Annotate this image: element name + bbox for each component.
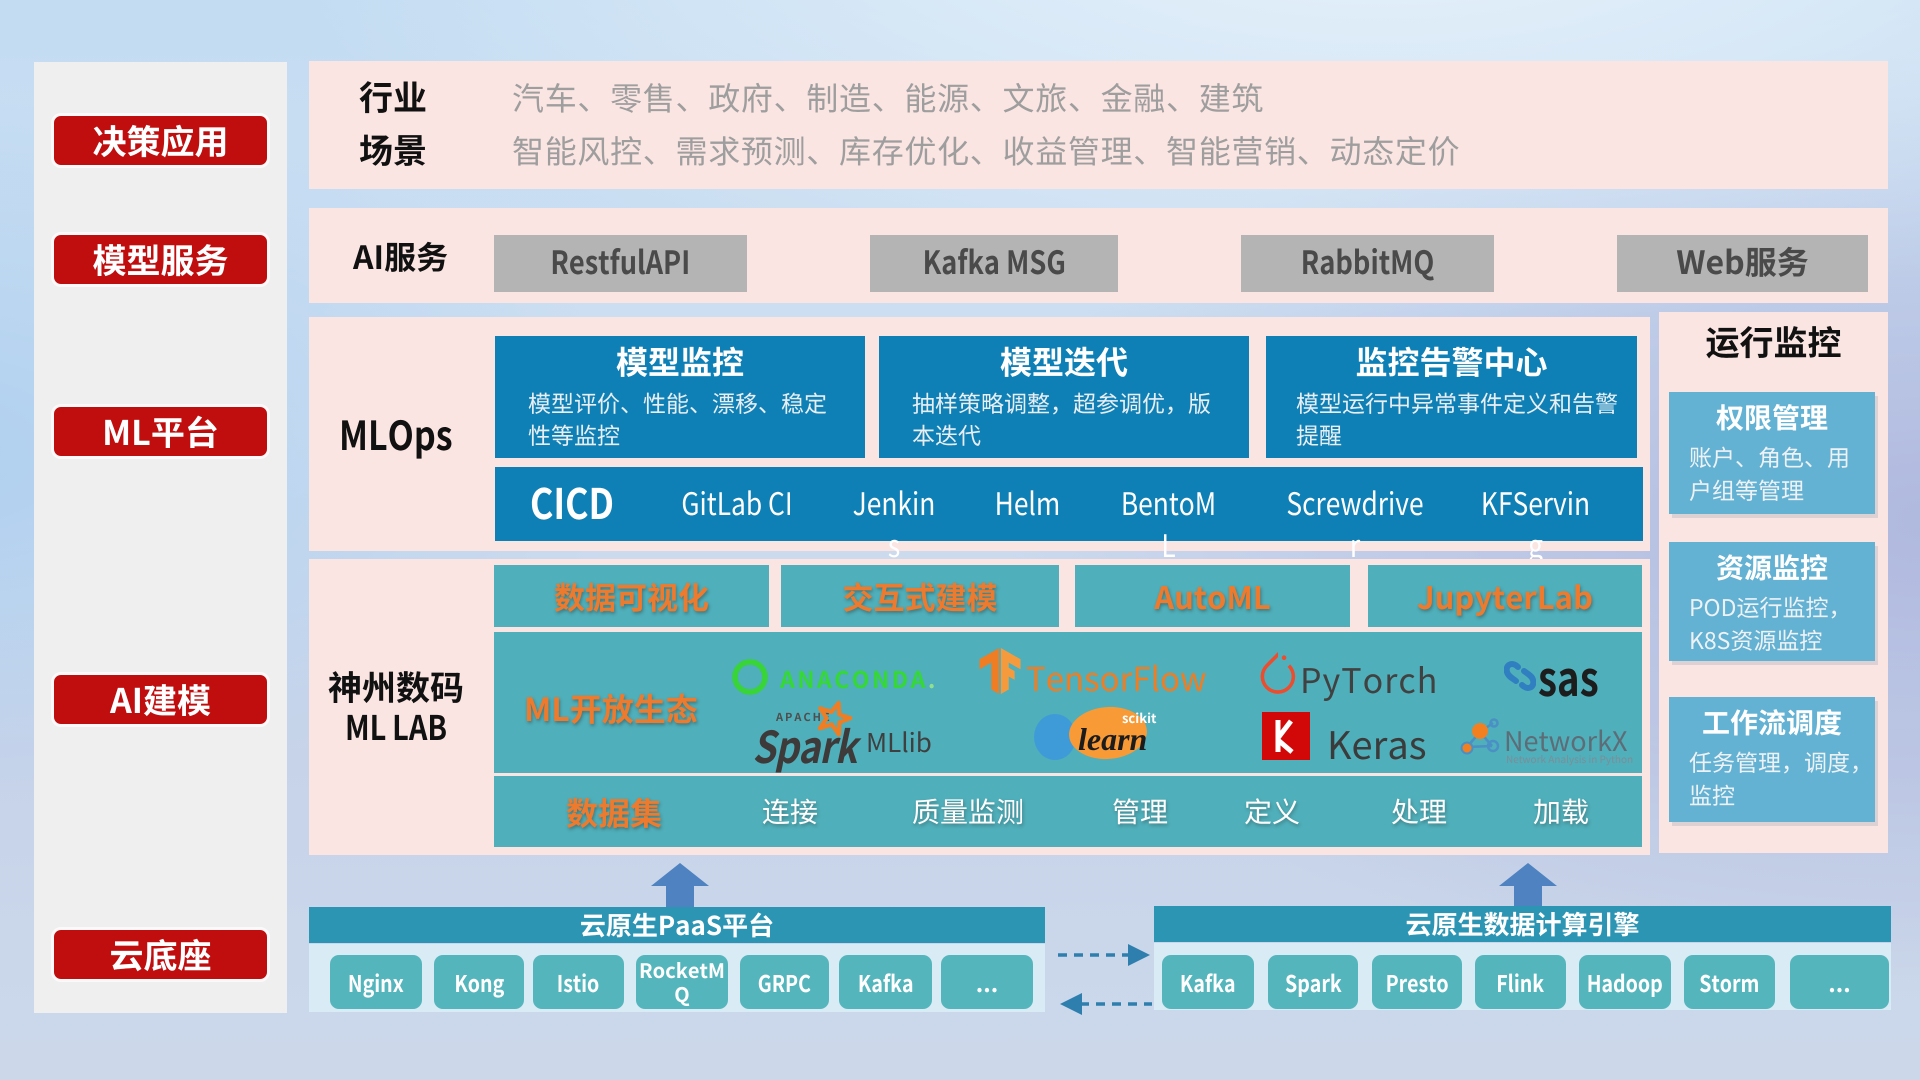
svg-text:scikit: scikit	[1122, 708, 1157, 727]
svg-text:learn: learn	[1078, 721, 1147, 757]
